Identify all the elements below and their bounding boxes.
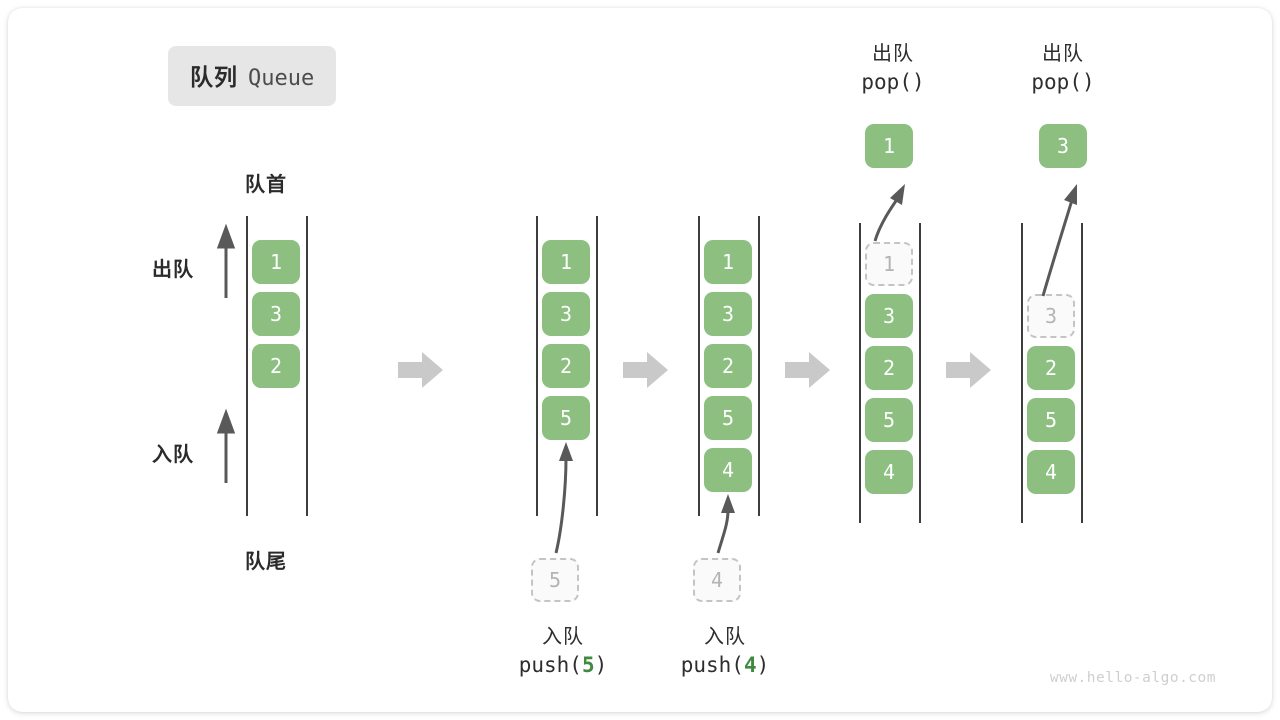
- operation-name: 入队: [704, 626, 746, 648]
- queue-rail-left: [536, 216, 538, 516]
- queue-cell: 4: [1027, 450, 1075, 494]
- operation-arg: 4: [743, 653, 757, 678]
- queue-cell: 1: [704, 240, 752, 284]
- queue-rail-left: [1021, 223, 1023, 523]
- watermark: www.hello-algo.com: [1049, 670, 1216, 686]
- queue-rail-right: [919, 223, 921, 523]
- panel-pop-1: 出队 pop() 1 1 3 2 5 4: [808, 28, 968, 548]
- arrow-right-icon: [398, 352, 443, 388]
- queue-cell: 1: [252, 240, 300, 284]
- queue-rail-right: [758, 216, 760, 516]
- popped-cell: 1: [865, 124, 913, 168]
- queue-rail-right: [1081, 223, 1083, 523]
- separator-arrow-1: [398, 348, 444, 392]
- queue-cell: 2: [1027, 346, 1075, 390]
- operation-fn-end: ): [594, 653, 608, 678]
- queue-cell: 2: [542, 344, 590, 388]
- queue-rail-right: [306, 216, 308, 516]
- queue-tail-label: 队尾: [245, 551, 287, 573]
- operation-arg: 5: [581, 653, 595, 678]
- queue-rail-left: [698, 216, 700, 516]
- diagram-title-badge: 队列 Queue: [168, 46, 337, 106]
- operation-code: pop(): [861, 70, 925, 95]
- queue-cell: 3: [252, 292, 300, 336]
- enqueue-side-label: 入队: [152, 444, 194, 466]
- queue-cell-new: 5: [542, 396, 590, 440]
- removed-ghost-cell: 3: [1027, 294, 1075, 338]
- separator-arrow-2: [623, 348, 669, 392]
- queue-rail-left: [246, 216, 248, 516]
- separator-arrow-3: [785, 348, 831, 392]
- operation-label-push-5: 入队 push(5): [488, 623, 638, 681]
- separator-arrow-4: [946, 348, 992, 392]
- queue-cell-new: 4: [704, 448, 752, 492]
- queue-cell: 3: [542, 292, 590, 336]
- queue-rail-right: [596, 216, 598, 516]
- panel-initial: 队首 1 3 2 出队 入队 队尾: [148, 158, 378, 578]
- queue-cell: 2: [865, 346, 913, 390]
- operation-label-pop-3: 出队 pop(): [988, 40, 1138, 98]
- diagram-card: 队列 Queue 队首 1 3 2 出队 入队 队尾: [8, 8, 1272, 712]
- popped-cell: 3: [1039, 124, 1087, 168]
- operation-code: push(4): [650, 651, 800, 681]
- queue-cell: 2: [704, 344, 752, 388]
- operation-code: push(5): [488, 651, 638, 681]
- operation-fn-end: ): [756, 653, 770, 678]
- arrow-right-icon: [623, 352, 668, 388]
- arrow-right-icon: [785, 352, 830, 388]
- queue-rail-left: [859, 223, 861, 523]
- title-english: Queue: [248, 66, 315, 91]
- operation-fn: push(: [518, 653, 582, 678]
- removed-ghost-cell: 1: [865, 242, 913, 286]
- queue-cell: 3: [704, 292, 752, 336]
- queue-cell: 2: [252, 344, 300, 388]
- operation-name: 出队: [872, 43, 914, 65]
- operation-name: 出队: [1042, 43, 1084, 65]
- queue-cell: 5: [704, 396, 752, 440]
- queue-cell: 3: [865, 294, 913, 338]
- arrow-right-icon: [946, 352, 991, 388]
- operation-name: 入队: [542, 626, 584, 648]
- operation-code: pop(): [1031, 70, 1095, 95]
- incoming-ghost-cell: 4: [693, 558, 741, 602]
- queue-cell: 1: [542, 240, 590, 284]
- queue-cell: 4: [865, 450, 913, 494]
- queue-head-label: 队首: [245, 174, 287, 196]
- operation-label-push-4: 入队 push(4): [650, 623, 800, 681]
- title-chinese: 队列: [190, 64, 238, 90]
- panel-pop-3: 出队 pop() 3 3 2 5 4: [973, 28, 1143, 548]
- incoming-ghost-cell: 5: [531, 558, 579, 602]
- dequeue-side-label: 出队: [152, 259, 194, 281]
- queue-cell: 5: [865, 398, 913, 442]
- operation-label-pop-1: 出队 pop(): [818, 40, 968, 98]
- operation-fn: push(: [680, 653, 744, 678]
- panel-push-4: 1 3 2 5 4 4 入队 push(4): [640, 208, 800, 708]
- panel-push-5: 1 3 2 5 5 入队 push(5): [478, 208, 638, 708]
- queue-cell: 5: [1027, 398, 1075, 442]
